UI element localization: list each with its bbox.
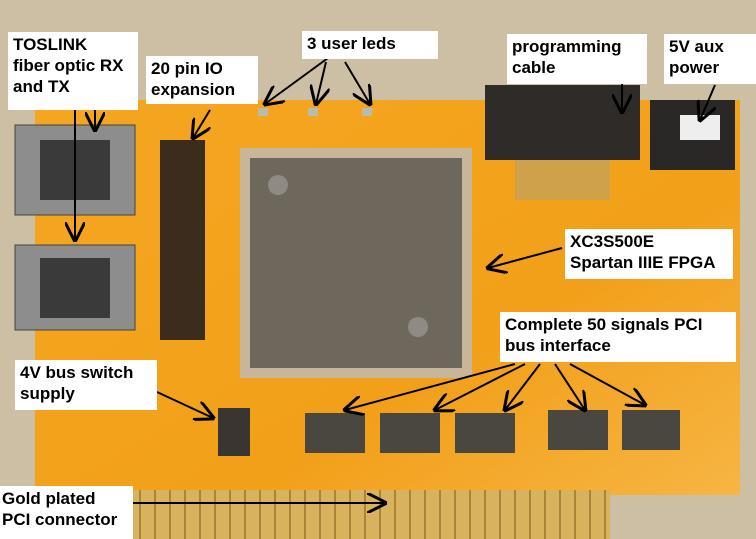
power-jack: [650, 100, 735, 170]
label-line: 5V aux: [669, 37, 724, 56]
programming-cable-label: programming cable: [507, 34, 647, 84]
pci-bus-label: Complete 50 signals PCI bus interface: [500, 312, 736, 362]
fpga-label: XC3S500E Spartan IIIE FPGA: [565, 229, 733, 279]
label-line: TOSLINK: [13, 35, 88, 54]
label-line: 3 user leds: [307, 34, 396, 53]
label-line: supply: [20, 384, 75, 403]
label-line: Gold plated: [2, 489, 96, 508]
fpga-chip: [240, 148, 472, 378]
pci-connector-label: Gold plated PCI connector: [0, 486, 133, 539]
label-line: PCI connector: [2, 510, 118, 529]
pci-bus-switch-ics: [218, 408, 680, 456]
label-line: Spartan IIIE FPGA: [570, 253, 716, 272]
label-line: Complete 50 signals PCI: [505, 315, 703, 334]
label-line: expansion: [151, 80, 236, 99]
label-line: and TX: [13, 77, 70, 96]
label-line: power: [669, 58, 720, 77]
label-line: bus interface: [505, 336, 611, 355]
label-line: fiber optic RX: [13, 56, 124, 75]
pci-gold-fingers: [130, 490, 610, 539]
toslink-label: TOSLINK fiber optic RX and TX: [8, 32, 138, 110]
label-line: cable: [512, 58, 556, 77]
label-line: 20 pin IO: [151, 59, 223, 78]
io-expansion-label: 20 pin IO expansion: [146, 56, 258, 104]
aux-power-label: 5V aux power: [664, 34, 756, 84]
bus-switch-label: 4V bus switch supply: [15, 360, 157, 410]
label-line: XC3S500E: [570, 232, 655, 251]
io-header: [160, 140, 205, 340]
annotation-arrows: [75, 57, 715, 503]
user-leds-label: 3 user leds: [302, 31, 438, 59]
leds: [258, 108, 372, 116]
label-line: programming: [512, 37, 622, 56]
label-line: 4V bus switch: [20, 363, 134, 382]
